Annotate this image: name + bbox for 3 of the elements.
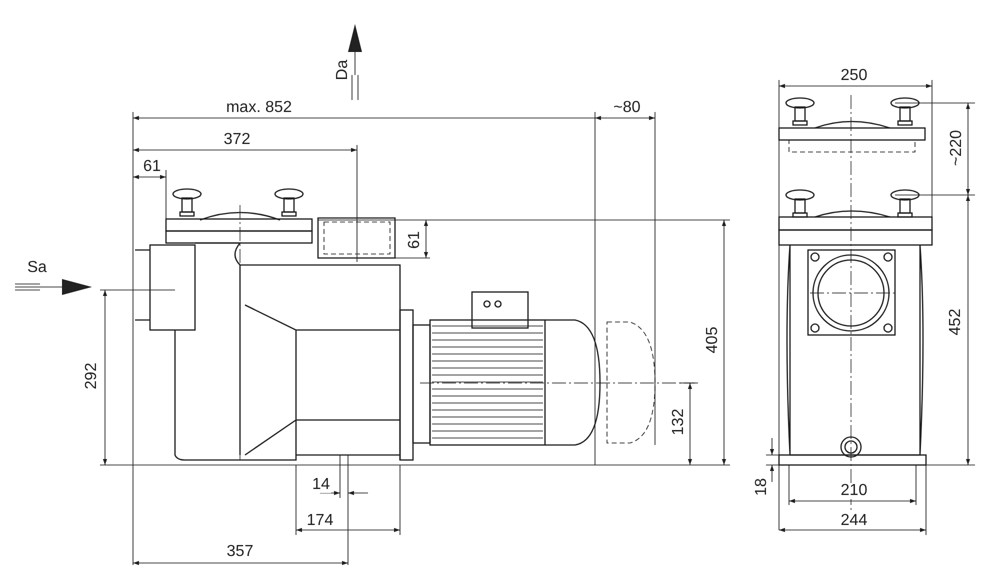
dimension-label: 61: [142, 159, 162, 175]
dimension-label: 210: [840, 483, 868, 499]
dimension-label: 14: [311, 477, 331, 493]
